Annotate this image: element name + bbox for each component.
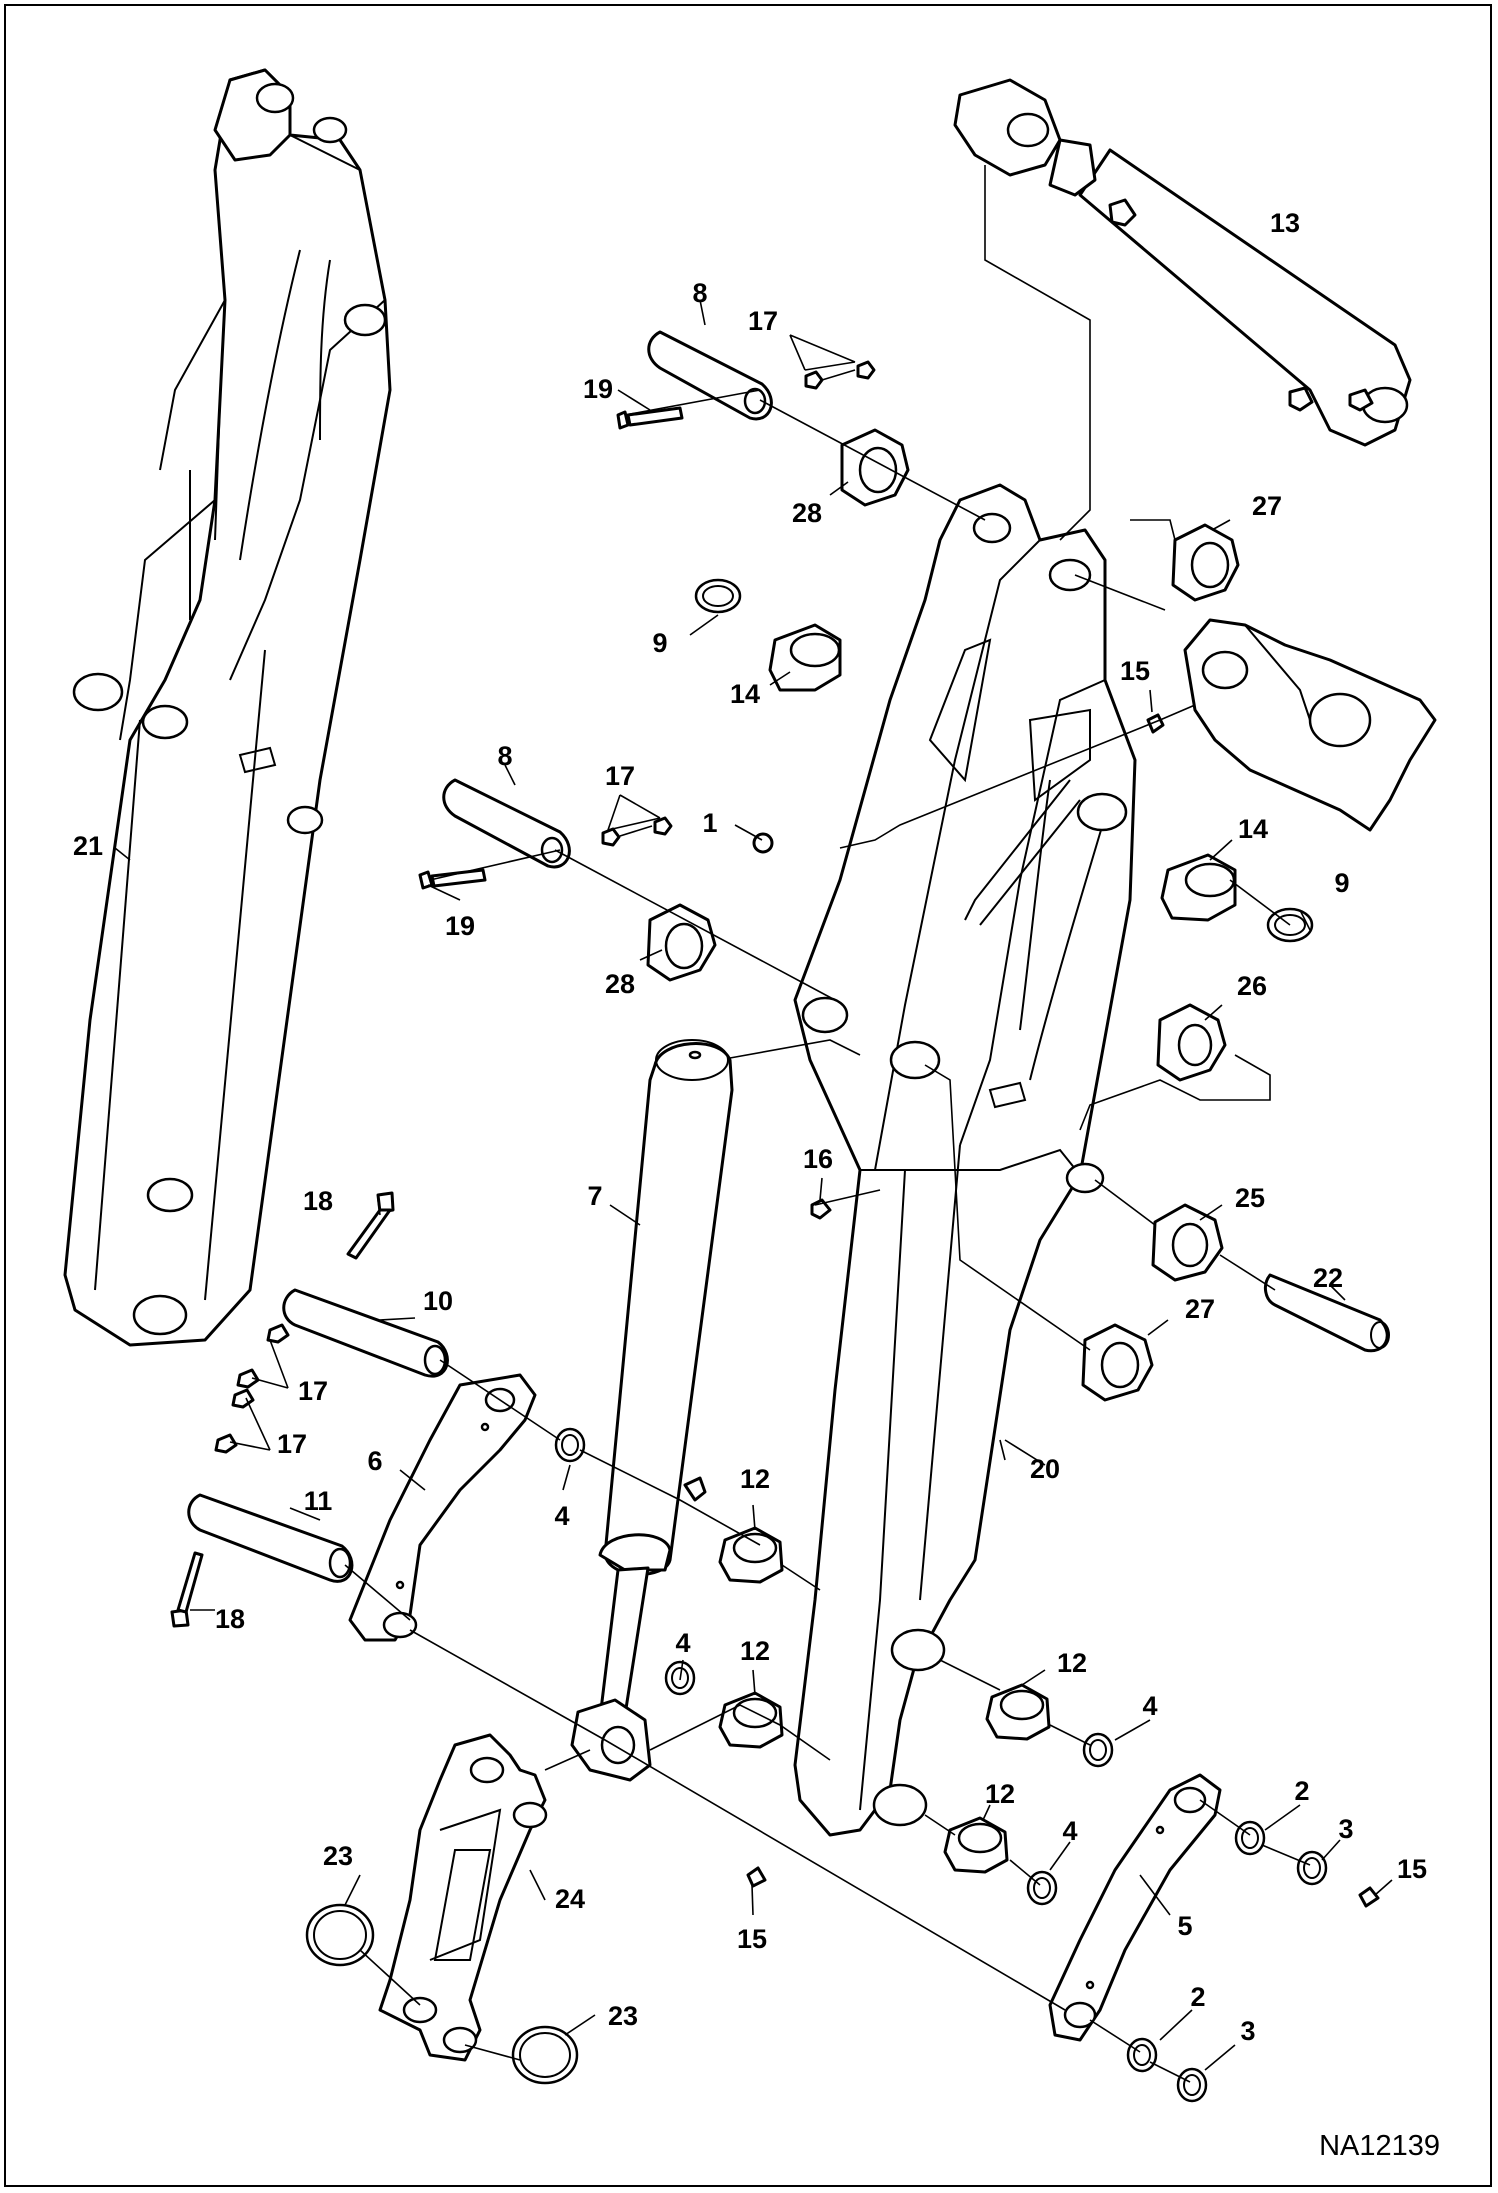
callout-4: 4 <box>1062 1816 1077 1846</box>
arm-assembled-21 <box>63 68 392 1347</box>
pin-22 <box>1263 1273 1390 1353</box>
spacer-28-lower <box>646 903 717 982</box>
callout-11: 11 <box>304 1486 333 1516</box>
callout-26: 26 <box>1237 971 1267 1001</box>
callout-1: 1 <box>702 808 717 838</box>
nuts-17-middle <box>601 816 673 847</box>
grease-fitting-15-lower <box>746 1866 767 1888</box>
callout-5: 5 <box>1177 1911 1192 1941</box>
callout-10: 10 <box>423 1286 453 1316</box>
bushing-12-d <box>943 1816 1009 1874</box>
callout-15: 15 <box>1397 1854 1427 1884</box>
bushing-12-a <box>718 1526 784 1584</box>
cylinder-7 <box>570 1039 734 1782</box>
bushing-14-right <box>1160 853 1237 922</box>
ring-23-left <box>305 1903 375 1967</box>
pin-10 <box>282 1288 449 1378</box>
callout-24: 24 <box>555 1884 585 1914</box>
pin-8-middle <box>442 778 571 869</box>
link-assembly-24 <box>378 1733 548 2062</box>
callout-9: 9 <box>652 628 667 658</box>
callout-27: 27 <box>1185 1294 1215 1324</box>
callout-23: 23 <box>323 1841 353 1871</box>
bolt-19-upper <box>616 406 684 430</box>
callout-17: 17 <box>298 1376 328 1406</box>
callout-16: 16 <box>803 1144 833 1174</box>
callout-12: 12 <box>740 1464 770 1494</box>
callout-12: 12 <box>1057 1648 1087 1678</box>
boom-20 <box>793 483 1137 1837</box>
bolt-18-lower <box>170 1551 204 1628</box>
callout-4: 4 <box>1142 1691 1157 1721</box>
ring-2-upper <box>1234 1820 1266 1856</box>
diagram-frame <box>4 4 1492 2187</box>
figure-reference-code: NA12139 <box>1319 2130 1440 2162</box>
callout-28: 28 <box>792 498 822 528</box>
ring-4-c <box>1082 1732 1114 1768</box>
callout-2: 2 <box>1294 1776 1309 1806</box>
callout-20: 20 <box>1030 1454 1060 1484</box>
callout-25: 25 <box>1235 1183 1265 1213</box>
callout-19: 19 <box>445 911 475 941</box>
callout-13: 13 <box>1270 208 1300 238</box>
callout-14: 14 <box>1238 814 1268 844</box>
callout-17: 17 <box>277 1429 307 1459</box>
pin-8-upper <box>647 330 773 421</box>
snap-ring-9-left <box>694 578 742 614</box>
ring-3-upper <box>1296 1850 1328 1886</box>
nuts-17-lower-a <box>236 1323 290 1389</box>
ring-4-d <box>1026 1870 1058 1906</box>
callout-7: 7 <box>587 1181 602 1211</box>
callout-19: 19 <box>583 374 613 404</box>
callout-17: 17 <box>605 761 635 791</box>
callout-3: 3 <box>1338 1814 1353 1844</box>
callout-12: 12 <box>740 1636 770 1666</box>
callout-leaders <box>114 299 1393 2071</box>
cylinder-13 <box>953 78 1412 447</box>
spacer-25 <box>1151 1203 1224 1282</box>
callout-17: 17 <box>748 306 778 336</box>
ring-4-a <box>554 1427 586 1463</box>
callout-15: 15 <box>1120 656 1150 686</box>
callout-8: 8 <box>692 278 707 308</box>
spacer-27-lower <box>1081 1323 1154 1402</box>
spacer-28-upper <box>840 428 910 507</box>
bushing-12-c <box>985 1683 1051 1741</box>
callout-12: 12 <box>985 1779 1015 1809</box>
ring-3-lower <box>1176 2067 1208 2103</box>
grease-fitting-15-right <box>1358 1886 1380 1908</box>
callout-23: 23 <box>608 2001 638 2031</box>
callout-2: 2 <box>1190 1982 1205 2012</box>
spacer-27-upper <box>1171 523 1240 602</box>
ring-23-right <box>511 2025 579 2085</box>
callout-labels: 1 2 2 3 3 4 4 4 4 5 6 7 8 8 9 9 10 11 12… <box>73 208 1427 2046</box>
callout-15: 15 <box>737 1924 767 1954</box>
callout-14: 14 <box>730 679 760 709</box>
bushing-12-b <box>718 1691 784 1749</box>
link-5 <box>1048 1773 1222 2042</box>
callout-4: 4 <box>675 1628 690 1658</box>
callout-28: 28 <box>605 969 635 999</box>
mounting-bracket <box>1183 618 1437 832</box>
callout-9: 9 <box>1334 868 1349 898</box>
callout-6: 6 <box>367 1446 382 1476</box>
callout-21: 21 <box>73 831 103 861</box>
callout-18: 18 <box>303 1186 333 1216</box>
bushing-14-left <box>768 623 842 692</box>
pin-11 <box>187 1493 354 1583</box>
callout-4: 4 <box>554 1501 569 1531</box>
spacer-26 <box>1156 1003 1227 1082</box>
nuts-17-upper <box>804 360 876 390</box>
callout-8: 8 <box>497 741 512 771</box>
assembly-axis-lines <box>344 165 1311 2083</box>
bolt-18-upper <box>346 1191 395 1260</box>
callout-27: 27 <box>1252 491 1282 521</box>
callout-22: 22 <box>1313 1263 1343 1293</box>
grease-fitting-15-upper <box>1146 713 1165 734</box>
ring-2-lower <box>1126 2037 1158 2073</box>
link-6 <box>348 1373 537 1642</box>
callout-3: 3 <box>1240 2016 1255 2046</box>
callout-18: 18 <box>215 1604 245 1634</box>
